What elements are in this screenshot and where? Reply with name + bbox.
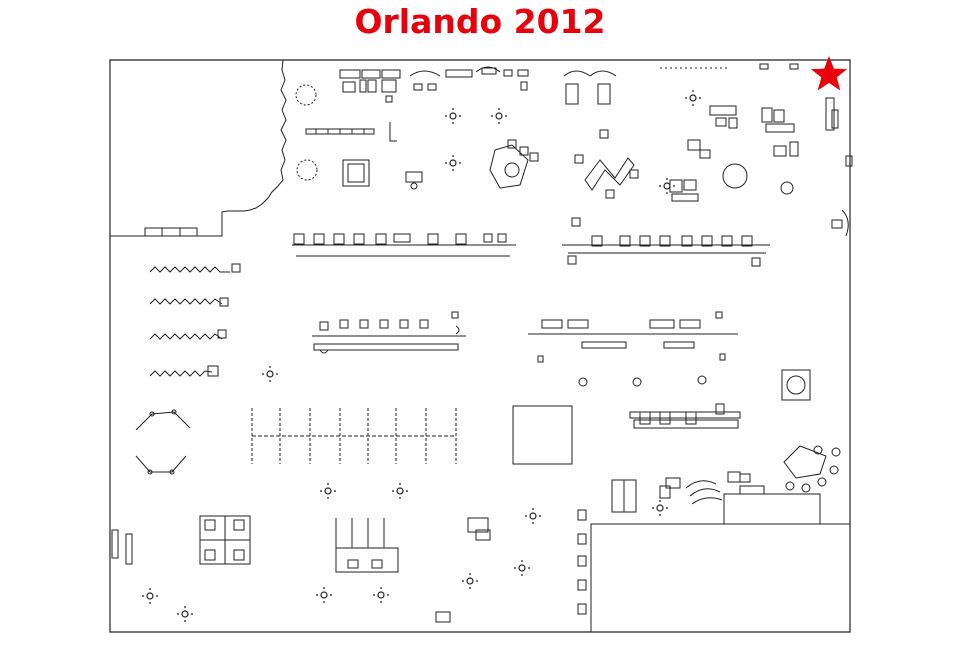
round-table	[296, 85, 316, 105]
zigzag-field	[252, 408, 456, 464]
booth-row-middle-left	[312, 320, 466, 350]
round-table	[723, 164, 747, 188]
diagonal-structure	[136, 410, 190, 474]
round-table	[297, 160, 317, 180]
zigzag-seating	[150, 264, 240, 376]
central-square	[513, 406, 572, 464]
jagged-wall	[110, 60, 286, 236]
right-cluster	[670, 98, 852, 236]
lower-right-items	[436, 370, 840, 622]
booth-row-middle-right	[528, 320, 738, 386]
star-icon	[810, 56, 848, 91]
booth-row-right	[562, 218, 770, 266]
floor-plan-border	[110, 60, 850, 632]
wall-desk	[145, 228, 197, 236]
small-markers	[320, 312, 725, 362]
chair-symbols	[142, 90, 701, 622]
page-title: Orlando 2012	[354, 2, 606, 41]
round-table	[781, 182, 793, 194]
top-furniture	[306, 64, 798, 189]
room-wall	[591, 524, 850, 632]
booth-row-left	[292, 234, 516, 256]
lower-left-seating	[112, 516, 398, 572]
center-display	[490, 130, 638, 198]
